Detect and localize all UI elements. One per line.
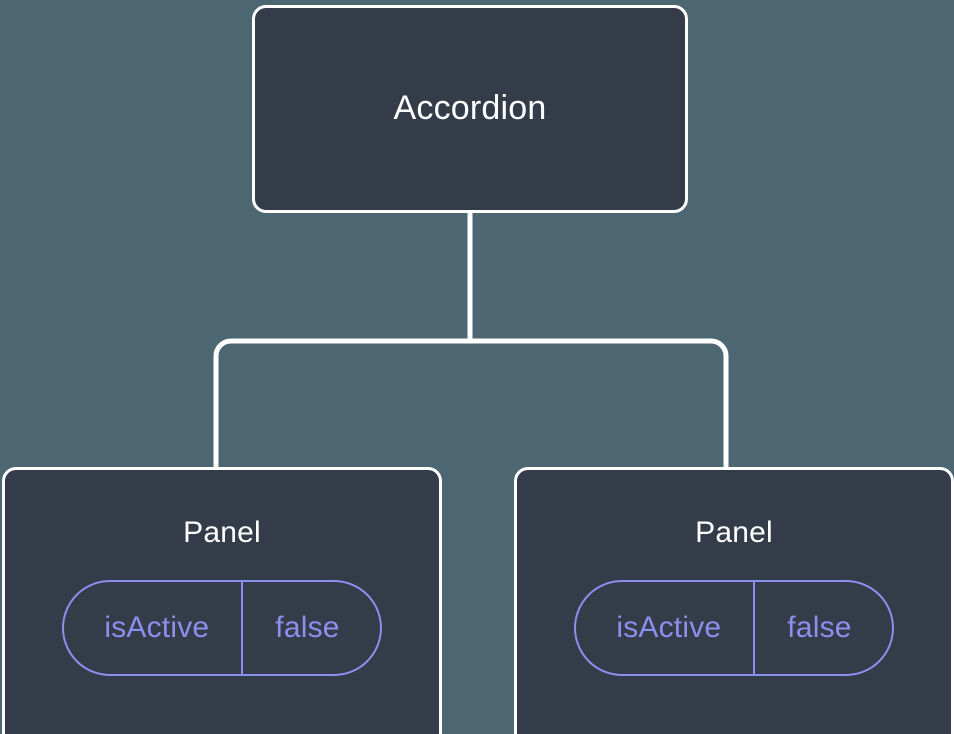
prop-pill-panel-1[interactable]: isActive false: [62, 580, 382, 676]
prop-pill-panel-2[interactable]: isActive false: [574, 580, 894, 676]
node-panel-1-title: Panel: [183, 516, 261, 549]
node-panel-2[interactable]: Panel isActive false: [514, 467, 954, 734]
node-panel-2-title: Panel: [695, 516, 773, 549]
node-accordion-title: Accordion: [393, 89, 547, 128]
node-accordion[interactable]: Accordion: [252, 5, 688, 213]
node-panel-1[interactable]: Panel isActive false: [2, 467, 442, 734]
edge-root-to-panel-2: [470, 338, 729, 470]
edge-root-to-panel-1: [213, 338, 470, 470]
prop-pill-panel-2-value: false: [753, 582, 891, 674]
prop-pill-panel-2-key: isActive: [616, 611, 722, 644]
prop-pill-panel-1-value: false: [241, 582, 379, 674]
prop-pill-panel-1-key: isActive: [104, 611, 210, 644]
